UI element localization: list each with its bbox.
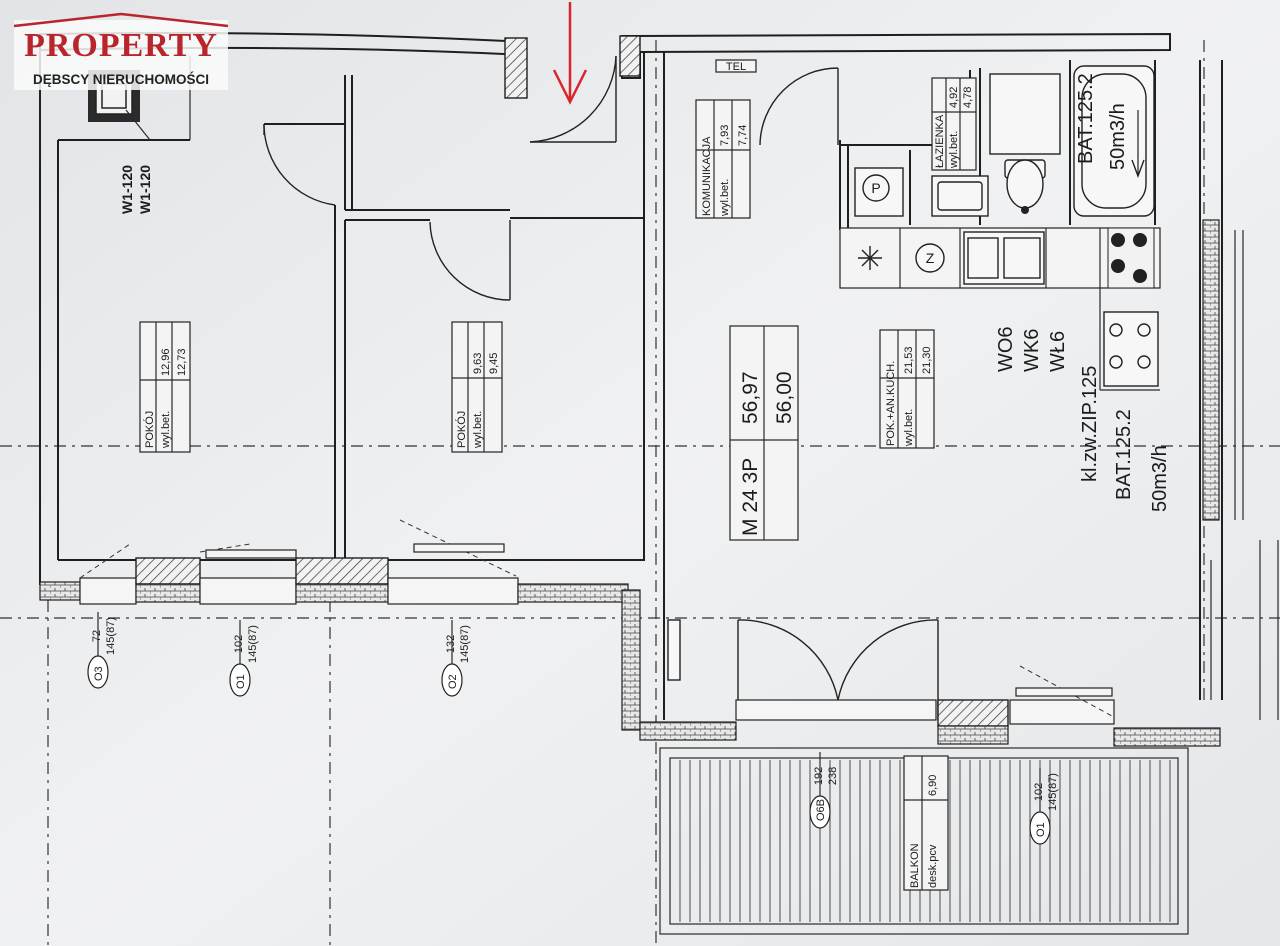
window-o1-kitchen-sash [1009, 699, 1115, 725]
window-dim-2: 145(87) [459, 625, 471, 663]
room-name: POKÓJ [143, 411, 156, 448]
symbol-p: P [871, 180, 880, 196]
unit-label: M 24 3P 56,97 56,00 [729, 325, 799, 541]
logo-name: PROPERTY [24, 27, 218, 64]
kitchen-vent-label-3: 50m3/h [1149, 445, 1171, 512]
room-finish: wyl.bet. [903, 409, 915, 447]
window-dim-2: 238 [827, 767, 839, 785]
window-mark-code: O1 [1035, 822, 1047, 837]
room-label-komunikacja: KOMUNIKACJA wyl.bet. 7,93 7,74 [695, 99, 751, 219]
symbol-z: Z [926, 250, 935, 266]
logo: PROPERTY DĘBSCY NIERUCHOMOŚCI [13, 12, 229, 90]
window-dim-1: 72 [91, 630, 103, 642]
room-label-lazienka: ŁAZIENKA wyl.bet. 4,92 4,78 [931, 77, 977, 171]
room-area-1: 12,96 [160, 348, 172, 376]
unit-area-gross: 56,97 [739, 371, 762, 424]
window-mark-code: O2 [447, 674, 459, 689]
room-finish: wyl.bet. [719, 179, 731, 217]
window-dim-1: 132 [445, 635, 457, 653]
kitchen-vent-label-2: BAT.125.2 [1113, 409, 1135, 500]
kitchen-vent-label-1: kl.zw.ZIP.125 [1079, 366, 1101, 482]
room-area-1: 21,53 [903, 346, 915, 374]
room-finish: wyl.bet. [472, 411, 484, 449]
room-label-pokoj-mid: POKÓJ wyl.bet. 9,63 9,45 [451, 321, 503, 453]
room-area-2: 7,74 [737, 125, 749, 146]
media-label-wl6: WŁ6 [1047, 331, 1069, 372]
room-name: BALKON [909, 843, 921, 888]
gas-star-icon [858, 246, 882, 270]
room-name: KOMUNIKACJA [701, 136, 713, 216]
room-label-pokoj-left: POKÓJ wyl.bet. 12,96 12,73 [139, 321, 191, 453]
room-area-2: 9,45 [488, 353, 500, 374]
window-mark-code: O6B [815, 799, 827, 821]
tel-label: TEL [726, 61, 746, 73]
bathroom-vent-label-2: 50m3/h [1107, 103, 1129, 170]
room-name: POKÓJ [455, 411, 468, 448]
logo-subtitle: DĘBSCY NIERUCHOMOŚCI [33, 72, 209, 87]
room-label-pok-kuch: POK.+AN.KUCH. wyl.bet. 21,53 21,30 [879, 329, 935, 449]
window-o2-sash [387, 577, 519, 605]
kitchen-fixtures: Z [858, 227, 1159, 387]
bottom-wall [39, 519, 1221, 747]
outer-walls [39, 32, 1279, 720]
room-area-1: 9,63 [472, 353, 484, 374]
room-area-2: 12,73 [176, 348, 188, 376]
room-label-balkon: BALKON desk.pcv 6,90 [903, 755, 949, 891]
bathroom-fixtures: P [854, 65, 1155, 217]
window-mark-code: O1 [235, 674, 247, 689]
room-name: ŁAZIENKA [934, 114, 946, 168]
doors [263, 55, 939, 720]
entry-arrow-icon [552, 2, 588, 105]
media-label-wo6: WO6 [995, 326, 1017, 372]
window-dim-1: 102 [1033, 783, 1045, 801]
window-dim-1: 102 [233, 635, 245, 653]
room-area-1: 4,92 [948, 87, 960, 108]
window-dim-2: 145(87) [247, 625, 259, 663]
window-o1-sash [199, 577, 297, 605]
window-dim-2: 145(87) [1047, 773, 1059, 811]
room-area-1: 7,93 [719, 125, 731, 146]
room-finish: desk.pcv [927, 844, 939, 888]
room-area-1: 6,90 [927, 775, 939, 796]
room-finish: wyl.bet. [160, 411, 172, 449]
radiator-icon [667, 619, 681, 681]
room-area-2: 4,78 [962, 87, 974, 108]
window-w1-label-a: W1-120 [119, 165, 135, 214]
window-mark-code: O3 [93, 666, 105, 681]
room-name: POK.+AN.KUCH. [885, 361, 897, 446]
window-w1-label-b: W1-120 [137, 165, 153, 214]
window-dim-2: 145(87) [105, 617, 117, 655]
unit-area-net: 56,00 [773, 371, 796, 424]
room-finish: wyl.bet. [948, 131, 960, 169]
bathroom-vent-label-1: BAT.125.2 [1075, 73, 1097, 164]
media-label-wk6: WK6 [1021, 329, 1043, 372]
window-dim-1: 192 [813, 767, 825, 785]
window-o3-sash [79, 577, 137, 605]
unit-code: M 24 3P [739, 458, 762, 536]
room-area-2: 21,30 [921, 346, 933, 374]
